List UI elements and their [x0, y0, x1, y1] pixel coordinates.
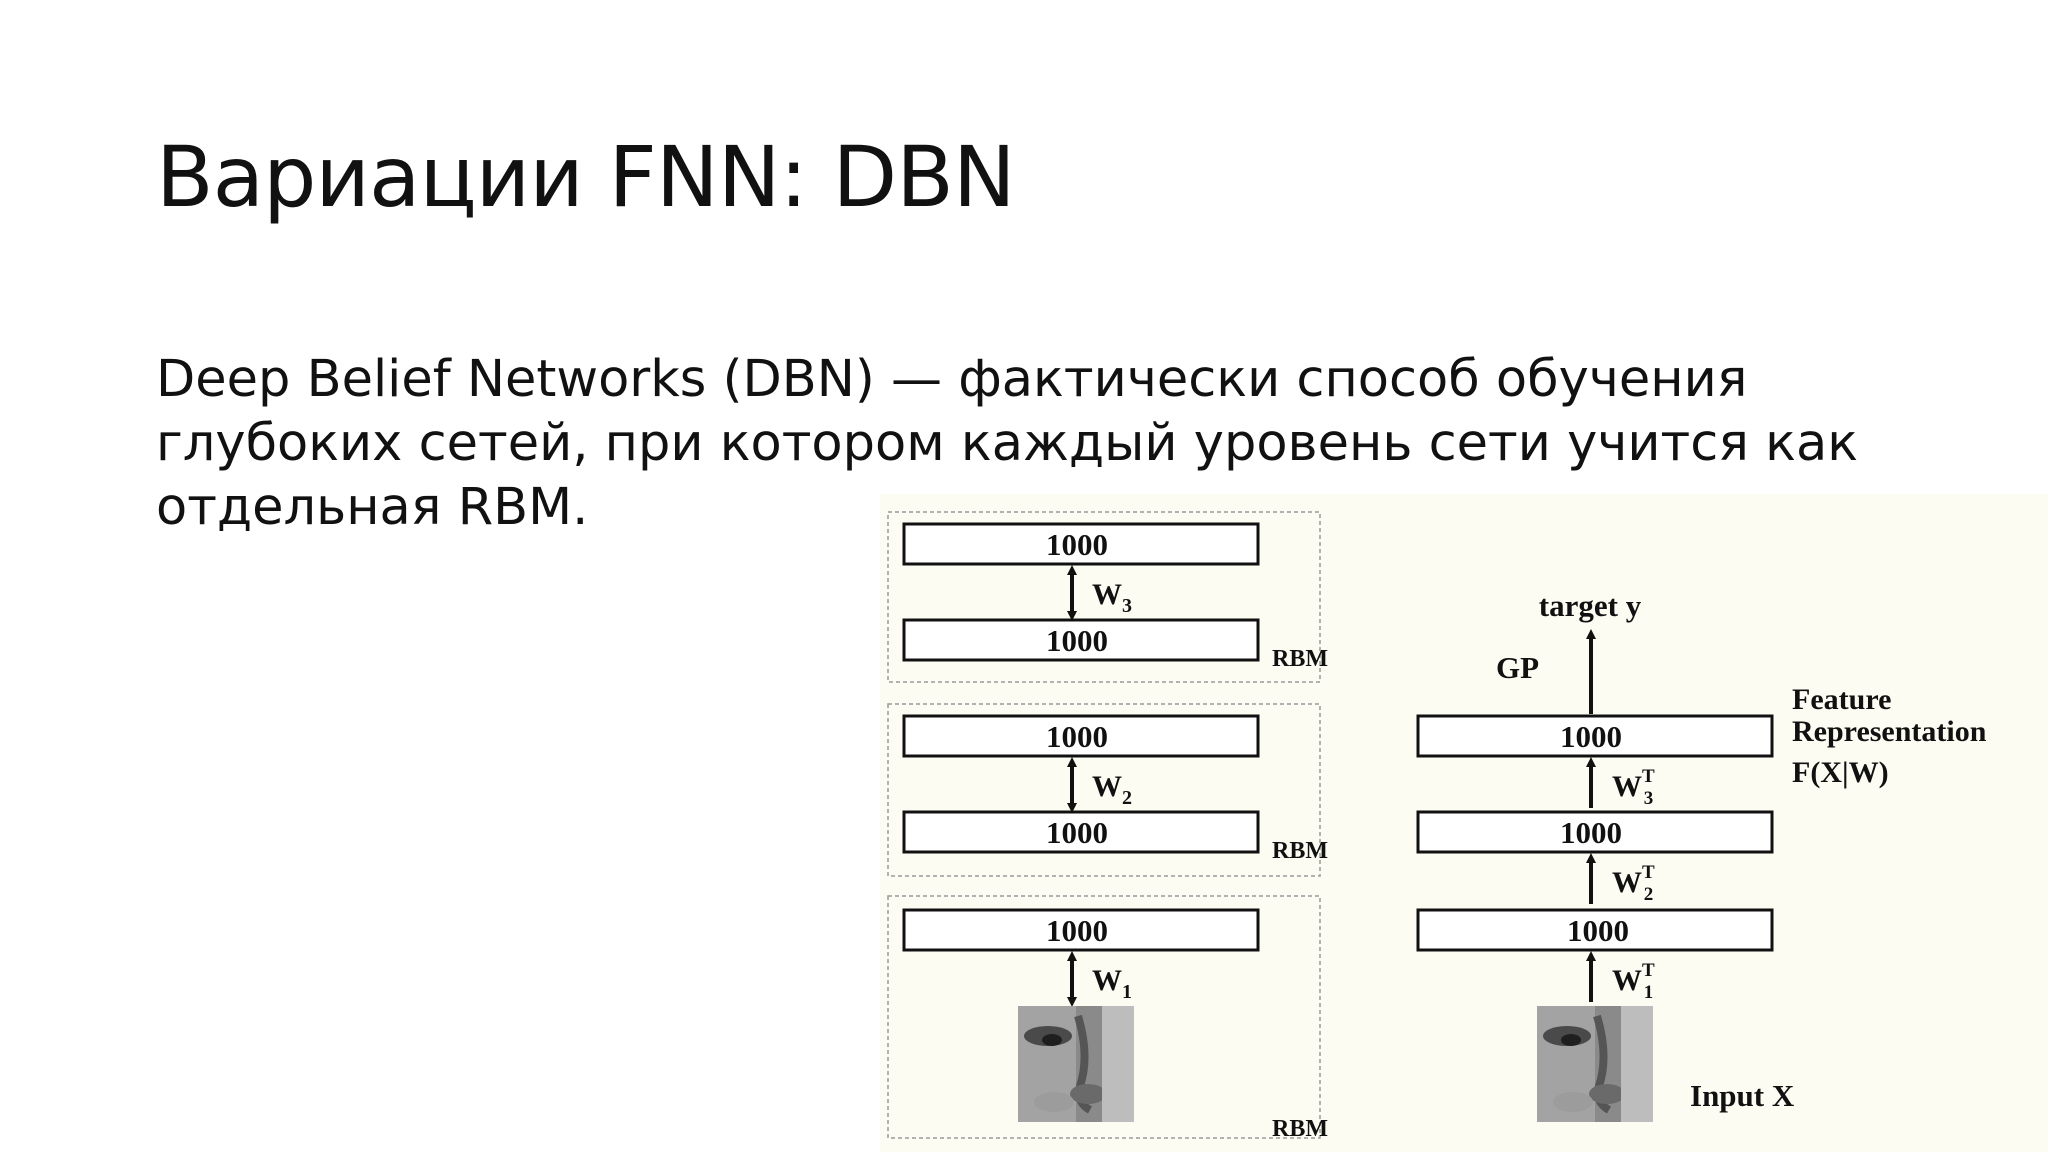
rbm3-top-units: 1000: [1046, 527, 1108, 562]
rbm3-top-layer: [902, 522, 1260, 566]
rbm2-weight-label: W2: [1092, 770, 1132, 809]
rbm2-top-units: 1000: [1046, 719, 1108, 754]
body-line-3: отдельная RBM.: [156, 478, 589, 537]
slide-body: Deep Belief Networks (DBN) — фактически …: [156, 348, 1916, 540]
rbm3-bottom-units: 1000: [1046, 623, 1108, 658]
dbn-diagram: 1000 W3 1000 RBM 1000 W2 1000 RBM 1000 W…: [887, 511, 1987, 1142]
rbm3-weight-label: W3: [1092, 578, 1132, 617]
rep-layer-top: [1416, 714, 1774, 758]
slide-title: Вариации FNN: DBN: [156, 128, 1016, 226]
face-image-left: [1018, 1006, 1134, 1122]
rbm2-top-layer: [902, 714, 1260, 758]
rbm2-tag: RBM: [1272, 838, 1328, 864]
rbm2-bottom-layer: [902, 810, 1260, 854]
rbm1-top-units: 1000: [1046, 913, 1108, 948]
rbm-group-1: [887, 895, 1321, 1139]
rbm2-bottom-units: 1000: [1046, 815, 1108, 850]
rbm-group-2: [887, 703, 1321, 877]
rep-layer-bottom-units: 1000: [1567, 913, 1629, 948]
input-label: Input X: [1690, 1078, 1795, 1113]
rbm3-bottom-layer: [902, 618, 1260, 662]
feature-label-1: Feature: [1792, 683, 1891, 716]
rbm1-top-layer: [902, 908, 1260, 952]
rbm3-tag: RBM: [1272, 646, 1328, 672]
gp-label: GP: [1496, 650, 1539, 685]
rep-layer-top-units: 1000: [1560, 719, 1622, 754]
rbm1-weight-label: W1: [1092, 964, 1132, 1003]
rep-layer-bottom: [1416, 908, 1774, 952]
feature-label-2: Representation: [1792, 715, 1987, 748]
feature-label-3: F(X|W): [1792, 756, 1889, 789]
target-label: target y: [1539, 588, 1642, 623]
body-line-1: Deep Belief Networks (DBN) — фактически …: [156, 350, 1748, 409]
rbm1-tag: RBM: [1272, 1116, 1328, 1142]
body-line-2: глубоких сетей, при котором каждый урове…: [156, 414, 1859, 473]
dbn-figure: 1000 W3 1000 RBM 1000 W2 1000 RBM 1000 W…: [880, 494, 2048, 1152]
rep-layer-mid-units: 1000: [1560, 815, 1622, 850]
face-image-right: [1537, 1006, 1653, 1122]
rep-layer-mid: [1416, 810, 1774, 854]
